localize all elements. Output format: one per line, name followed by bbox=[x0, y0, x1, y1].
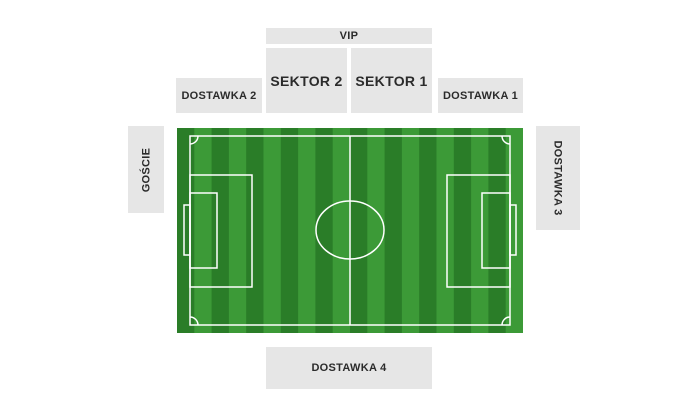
pitch-stripes bbox=[177, 128, 523, 333]
corner-arc-bottom-right bbox=[501, 316, 511, 326]
pitch-stripe bbox=[194, 128, 213, 333]
corner-arc-top-left bbox=[189, 135, 199, 145]
pitch-stripe bbox=[332, 128, 351, 333]
pitch-stripe bbox=[315, 128, 334, 333]
pitch-stripe bbox=[228, 128, 247, 333]
corner-arc-bottom-left bbox=[189, 316, 199, 326]
pitch-stripe bbox=[488, 128, 507, 333]
sector-dostawka-3-label: DOSTAWKA 3 bbox=[552, 140, 564, 216]
corner-arc-top-right bbox=[501, 135, 511, 145]
sector-dostawka-2[interactable]: DOSTAWKA 2 bbox=[176, 78, 262, 113]
sector-dostawka-1-label: DOSTAWKA 1 bbox=[442, 89, 519, 102]
pitch-stripe bbox=[505, 128, 523, 333]
pitch-stripe bbox=[453, 128, 472, 333]
pitch-stripe bbox=[298, 128, 316, 333]
pitch-stripe bbox=[436, 128, 455, 333]
sector-vip[interactable]: VIP bbox=[266, 28, 432, 44]
sector-sektor-2-label: SEKTOR 2 bbox=[270, 72, 343, 89]
pitch-stripe bbox=[263, 128, 282, 333]
pitch-stripe bbox=[177, 128, 195, 333]
pitch-svg bbox=[177, 128, 523, 333]
sector-dostawka-2-label: DOSTAWKA 2 bbox=[181, 89, 257, 102]
football-pitch bbox=[177, 128, 523, 333]
pitch-markings bbox=[183, 135, 517, 326]
sector-dostawka-4[interactable]: DOSTAWKA 4 bbox=[266, 347, 432, 389]
pitch-stripe bbox=[384, 128, 403, 333]
left-goal bbox=[183, 204, 191, 256]
pitch-stripe bbox=[401, 128, 420, 333]
right-goal bbox=[509, 204, 517, 256]
pitch-stripe bbox=[350, 128, 368, 333]
pitch-stripe bbox=[280, 128, 299, 333]
pitch-stripe bbox=[471, 128, 489, 333]
sector-sektor-1[interactable]: SEKTOR 1 bbox=[351, 48, 432, 113]
sector-vip-label: VIP bbox=[339, 30, 359, 42]
sector-sektor-2[interactable]: SEKTOR 2 bbox=[266, 48, 347, 113]
sector-dostawka-1[interactable]: DOSTAWKA 1 bbox=[438, 78, 523, 113]
sector-sektor-1-label: SEKTOR 1 bbox=[355, 72, 428, 89]
center-circle bbox=[315, 200, 385, 260]
sector-goscie[interactable]: GOŚCIE bbox=[128, 126, 164, 213]
sector-dostawka-3[interactable]: DOSTAWKA 3 bbox=[536, 126, 580, 230]
pitch-stripe bbox=[211, 128, 230, 333]
sector-goscie-label: GOŚCIE bbox=[140, 147, 152, 192]
pitch-stripe bbox=[419, 128, 437, 333]
sector-dostawka-4-label: DOSTAWKA 4 bbox=[311, 362, 387, 374]
pitch-stripe bbox=[246, 128, 264, 333]
pitch-stripe bbox=[367, 128, 386, 333]
